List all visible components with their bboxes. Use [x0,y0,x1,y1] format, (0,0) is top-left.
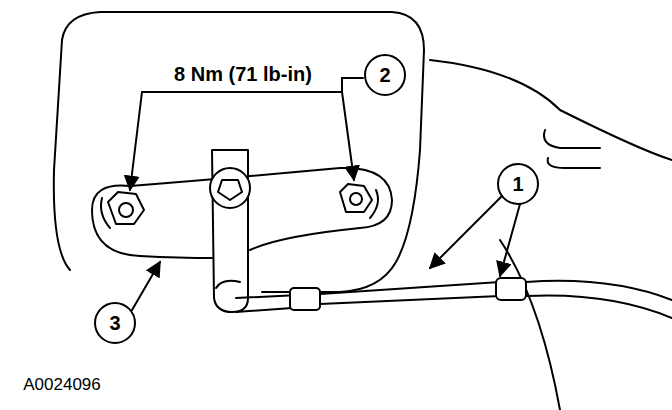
lever-socket [210,168,250,208]
bolt-arc [370,190,378,218]
case-outline [500,240,560,410]
case-outline [430,60,672,160]
shift-cable [526,281,672,318]
cable-ferrule [496,278,526,300]
hex-nut [108,192,144,224]
callout-number: 1 [512,174,523,194]
case-detail [548,158,600,168]
leader-arrow [430,196,502,268]
housing-outline [54,40,70,270]
shift-cable [320,282,500,304]
case-detail [544,130,600,148]
figure-code: A0024096 [23,376,101,393]
lever-pin [216,281,240,288]
callout-circle [95,303,135,343]
leader-line [342,77,363,79]
hex-nut [340,184,372,212]
leader-arrow [500,204,520,276]
torque-spec: 8 Nm (71 lb-in) [171,63,315,85]
leader-arrow [342,92,354,180]
callout-circle [498,164,538,204]
leader-arrow [130,92,142,190]
leader-arrow [132,262,160,310]
callout-circle [365,55,405,95]
bolt-arc [101,198,110,228]
callout-number: 2 [379,65,390,85]
stud [350,193,362,205]
callout-number: 3 [109,313,120,333]
stud [119,203,133,217]
socket-flats [218,180,242,200]
cable-end [290,288,320,310]
